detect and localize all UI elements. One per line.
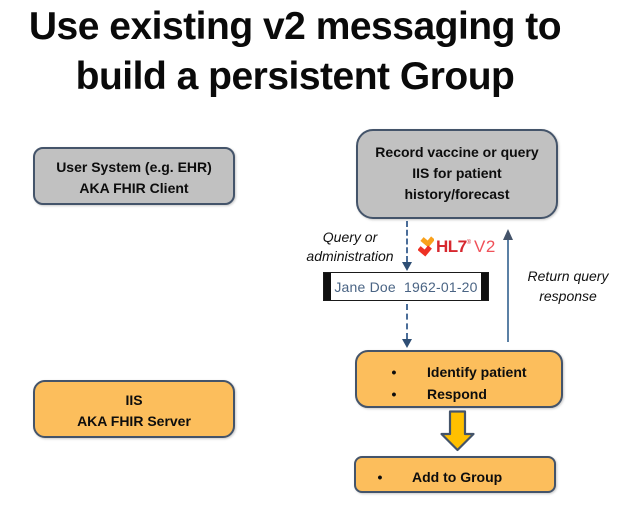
hl7-logo-text: HL7 xyxy=(436,237,467,256)
query-or-administration-label: Query or administration xyxy=(294,228,406,266)
page-title-line1: Use existing v2 messaging to xyxy=(28,5,562,48)
hl7-flame-icon xyxy=(418,236,434,257)
record-vaccine-line3: history/forecast xyxy=(404,186,510,202)
identify-bullet-row: • Identify patient xyxy=(357,361,561,383)
return-label-line1: Return query xyxy=(527,268,609,284)
identify-respond-box: • Identify patient • Respond xyxy=(355,350,563,408)
record-vaccine-line2: IIS for patient xyxy=(412,165,502,181)
respond-bullet-row: • Respond xyxy=(357,383,561,405)
message-patient-text: Jane Doe 1962-01-20 xyxy=(334,278,478,295)
hl7-v2-logo: HL7® V2 xyxy=(418,236,496,258)
respond-text: Respond xyxy=(427,386,487,402)
return-query-response-label: Return query response xyxy=(515,266,621,306)
user-system-box: User System (e.g. EHR) AKA FHIR Client xyxy=(33,147,235,205)
identify-patient-text: Identify patient xyxy=(427,364,527,380)
hl7-registered-mark: ® xyxy=(466,240,472,246)
v2-message-box: Jane Doe 1962-01-20 xyxy=(323,272,489,301)
return-label-line2: response xyxy=(539,288,597,304)
record-vaccine-line1: Record vaccine or query xyxy=(375,144,539,160)
iis-line2: AKA FHIR Server xyxy=(77,413,191,429)
hl7-v2-text: V2 xyxy=(474,237,496,256)
add-to-group-bullet-row: • Add to Group xyxy=(356,466,554,488)
block-down-arrow-icon xyxy=(440,410,475,452)
dashed-arrow-query-head-icon xyxy=(402,262,412,271)
dashed-arrow-message-line xyxy=(406,304,408,339)
dashed-arrow-query-line xyxy=(406,221,408,262)
query-label-line1: Query or xyxy=(322,229,378,245)
bullet-icon: • xyxy=(391,386,397,402)
iis-server-box: IIS AKA FHIR Server xyxy=(33,380,235,438)
query-label-line2: administration xyxy=(306,248,394,264)
page-title: Use existing v2 messaging to build a per… xyxy=(0,2,590,102)
iis-line1: IIS xyxy=(125,392,143,408)
return-arrow-head-icon xyxy=(503,229,513,240)
record-vaccine-box: Record vaccine or query IIS for patient … xyxy=(356,129,558,219)
dashed-arrow-message-head-icon xyxy=(402,339,412,348)
bullet-icon: • xyxy=(391,364,397,380)
add-to-group-box: • Add to Group xyxy=(354,456,556,493)
bullet-icon: • xyxy=(377,469,383,485)
page-title-line2: build a persistent Group xyxy=(75,55,515,98)
message-endcap-left xyxy=(324,273,331,300)
return-arrow-line xyxy=(507,240,509,342)
user-system-line1: User System (e.g. EHR) xyxy=(56,159,212,175)
user-system-line2: AKA FHIR Client xyxy=(79,180,189,196)
message-endcap-right xyxy=(481,273,488,300)
add-to-group-text: Add to Group xyxy=(412,469,503,485)
